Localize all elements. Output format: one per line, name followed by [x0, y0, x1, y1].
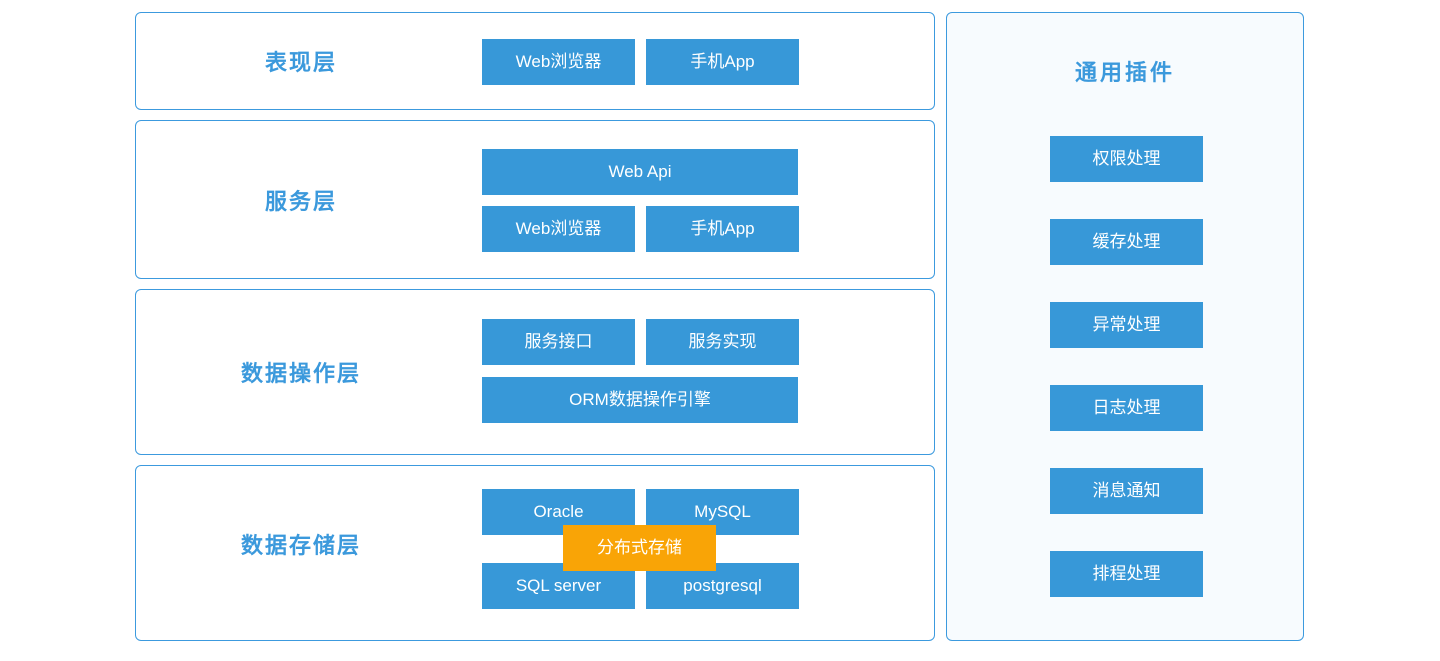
node-orm-engine: ORM数据操作引擎	[482, 377, 798, 423]
node-service-interface: 服务接口	[482, 319, 635, 365]
layer-box-presentation: 表现层 Web浏览器 手机App	[135, 12, 935, 110]
node-web-browser: Web浏览器	[482, 39, 635, 85]
node-mobile-app: 手机App	[646, 206, 799, 252]
node-service-implementation: 服务实现	[646, 319, 799, 365]
plugin-permission: 权限处理	[1050, 136, 1203, 182]
node-postgresql: postgresql	[646, 563, 799, 609]
node-web-api: Web Api	[482, 149, 798, 195]
node-web-browser: Web浏览器	[482, 206, 635, 252]
node-sql-server: SQL server	[482, 563, 635, 609]
plugins-panel: 通用插件 权限处理 缓存处理 异常处理 日志处理 消息通知 排程处理	[946, 12, 1304, 641]
plugin-notification: 消息通知	[1050, 468, 1203, 514]
plugin-exception: 异常处理	[1050, 302, 1203, 348]
node-oracle: Oracle	[482, 489, 635, 535]
plugins-panel-title: 通用插件	[1074, 60, 1175, 85]
plugin-cache: 缓存处理	[1050, 219, 1203, 265]
plugin-schedule: 排程处理	[1050, 551, 1203, 597]
plugin-log: 日志处理	[1050, 385, 1203, 431]
node-distributed-storage: 分布式存储	[563, 525, 716, 571]
node-mobile-app: 手机App	[646, 39, 799, 85]
layer-box-data-storage: 数据存储层 Oracle MySQL SQL server postgresql…	[135, 465, 935, 641]
layer-box-data-operation: 数据操作层 服务接口 服务实现 ORM数据操作引擎	[135, 289, 935, 455]
layer-title-data-storage: 数据存储层	[240, 533, 361, 559]
layer-title-data-operation: 数据操作层	[240, 361, 361, 386]
layer-title-presentation: 表现层	[264, 50, 337, 75]
layer-title-service: 服务层	[264, 188, 337, 214]
layer-box-service: 服务层 Web Api Web浏览器 手机App	[135, 120, 935, 279]
